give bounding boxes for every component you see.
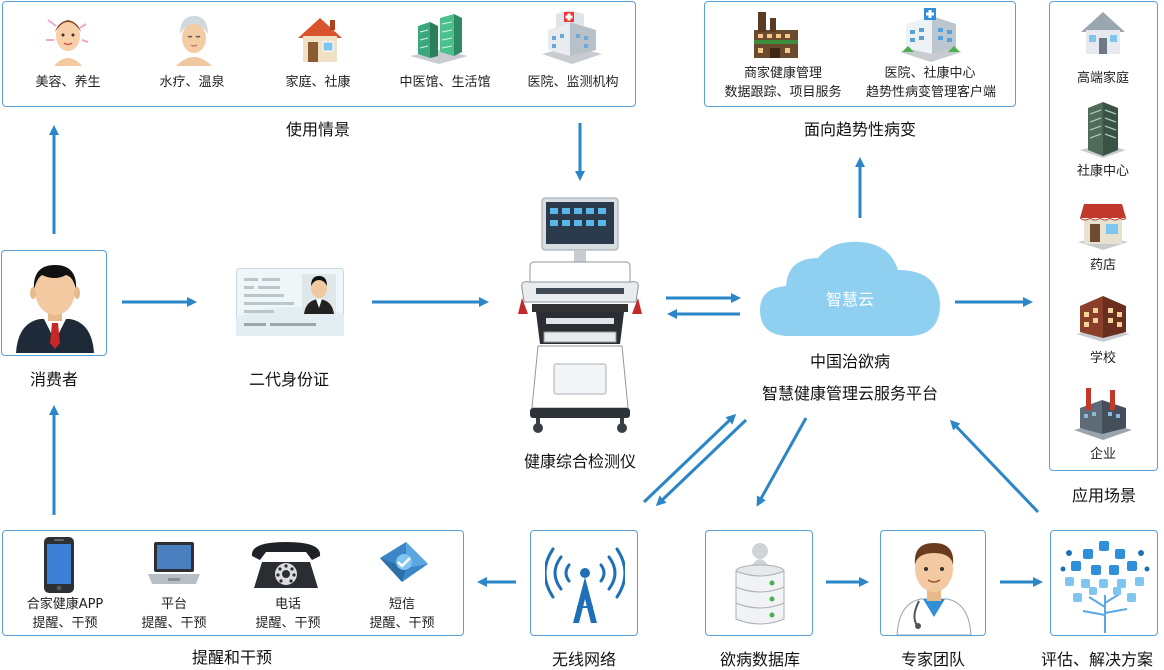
tower-icon [1080,102,1126,158]
arrow-wireless-to-cloud [642,413,737,504]
phone-icon [44,537,74,593]
assessment-label: 评估、解决方案 [1040,650,1153,669]
remind-platform-line1: 平台 [160,597,187,612]
remind-phone-line1: 电话 [274,597,301,612]
wireless-label: 无线网络 [551,650,616,669]
experts-box [880,530,986,636]
scene-label-hospital: 医院、监测机构 [527,75,619,90]
scene-label-spa: 水疗、温泉 [159,75,225,90]
database-server-icon [735,543,785,625]
experts-label: 专家团队 [900,650,965,669]
pharmacy-icon [1078,204,1128,250]
app-label-school: 学校 [1089,351,1116,366]
database-box [705,530,813,636]
cloud-platform-line2: 智慧健康管理云服务平台 [761,384,938,403]
trend-line1-hospital: 医院、社康中心 [884,66,976,81]
remind-sms-line1: 短信 [388,597,415,612]
id-card-icon [236,268,344,336]
health-kiosk-device-icon [518,197,642,433]
trend-line2-merchant: 数据跟踪、项目服务 [724,85,842,100]
spa-woman-icon [176,16,212,66]
arrow-plan-to-cloud [949,419,1040,514]
factory-icon [754,12,798,58]
villa-icon [1081,12,1125,54]
application-scenes-title: 应用场景 [1071,486,1136,505]
trend-title: 面向趋势性病变 [803,120,916,139]
cloud-icon [760,241,940,336]
remind-phone-line2: 提醒、干预 [255,616,321,631]
app-label-pharmacy: 药店 [1089,258,1116,273]
scene-label-beauty: 美容、养生 [35,75,101,90]
remind-platform-line2: 提醒、干预 [141,616,207,631]
tech-tree-icon [1060,541,1150,633]
buildings-icon [410,14,468,64]
woman-face-icon [46,19,89,66]
envelope-icon [380,542,428,582]
laptop-icon [148,542,200,584]
arrow-cloud-to-database [756,417,808,507]
device-label: 健康综合检测仪 [523,452,636,471]
school-icon [1076,296,1130,342]
remind-intervene-panel [2,530,464,636]
wireless-tower-icon [545,547,625,623]
assessment-box [1050,530,1158,636]
scene-label-family: 家庭、社康 [285,75,351,90]
app-label-villa: 高端家庭 [1076,71,1129,86]
hospital-icon [542,10,602,64]
trend-line1-merchant: 商家健康管理 [743,66,822,81]
remind-app-line1: 合家健康APP [26,597,104,612]
id-card-label: 二代身份证 [248,370,329,389]
house-icon [298,18,342,62]
plant-icon [1074,388,1132,440]
remind-app-line2: 提醒、干预 [32,616,98,631]
consumer-label: 消费者 [29,370,78,389]
cloud-name: 智慧云 [825,290,874,309]
wireless-box [530,530,638,636]
arrow-cloud-to-wireless [655,418,748,507]
database-label: 欲病数据库 [719,650,800,669]
doctor-icon [896,543,972,635]
remind-intervene-title: 提醒和干预 [191,648,272,667]
consumer-box [1,250,107,356]
clinic-icon [900,8,962,62]
businessman-avatar-icon [16,265,94,353]
telephone-icon [251,542,321,588]
app-label-community: 社康中心 [1076,164,1129,179]
remind-sms-line2: 提醒、干预 [369,616,435,631]
app-label-enterprise: 企业 [1089,447,1116,462]
cloud-platform-line1: 中国治欲病 [809,352,890,371]
scene-label-tcm: 中医馆、生活馆 [399,75,491,90]
usage-scenes-title: 使用情景 [285,120,350,139]
trend-line2-hospital: 趋势性病变管理客户端 [865,85,996,100]
